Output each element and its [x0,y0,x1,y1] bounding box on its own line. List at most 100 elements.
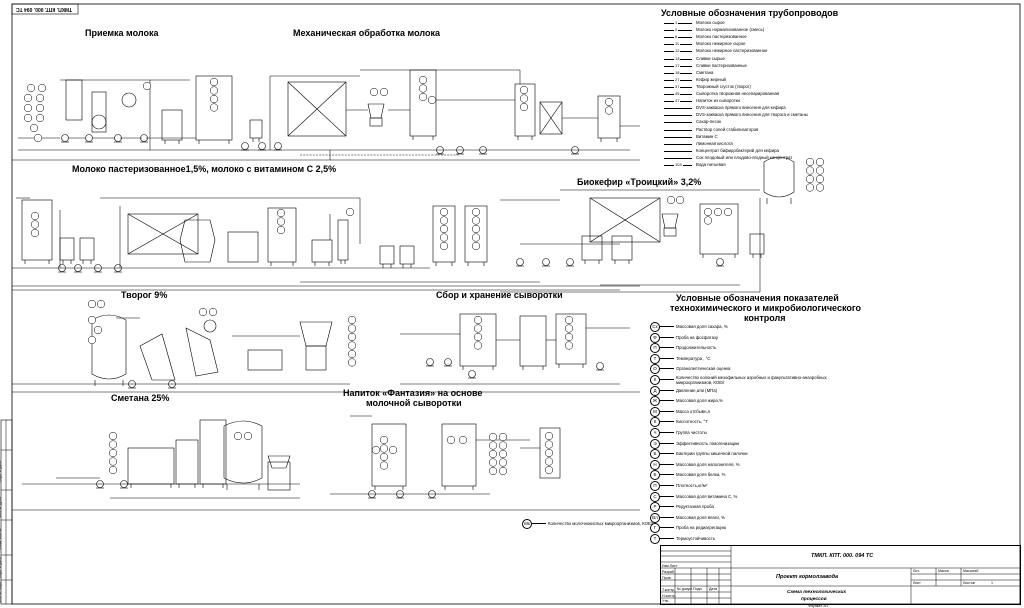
control-point [388,445,398,455]
pump [85,134,93,142]
indicator-symbol: Т [650,534,660,544]
indicator-text: Группа чистоты [676,430,707,435]
indicator-symbol: Т [650,353,660,364]
indicator-box [539,427,561,479]
title-block-project: Проект гормолзавода [776,574,839,580]
storage-tank [432,205,456,263]
pipe-legend-text: Раствор солей стабилизаторов [696,126,759,132]
pipe-legend-code: 6 [674,34,679,40]
indicator-leader [660,527,674,529]
indicator-symbol: О [650,364,660,375]
pipe-legend-row: 6 Молоко пастеризованное [664,34,804,41]
section-title-fantasy-1: Напиток «Фантазия» на основе [343,388,483,398]
control-point [142,81,152,91]
pipe-legend-code: 11 [674,41,681,47]
control-point [519,102,529,112]
indicator-symbol: К [650,375,660,385]
title-block-scale: Масштаб [963,569,979,573]
storage-tank [199,419,227,485]
control-point [347,315,357,325]
storage-tank [555,313,587,365]
indicator-leader [660,400,674,402]
title-block-row-label: Т.контр. [662,587,676,592]
control-point [713,207,723,217]
title-block-sheet: Лист [913,581,921,585]
indicator-symbol: Э [650,438,660,449]
control-point [544,448,554,458]
pump [274,142,282,150]
indicator-leader [660,410,674,412]
pump [596,362,604,370]
pump [542,258,550,266]
indicator-text: Проба на редиагрегацию [676,525,727,531]
cooler-unit [247,349,283,371]
indicator-leader [660,495,674,497]
indicator-symbol: Ф [650,332,660,343]
indicator-symbol: П [650,343,660,354]
control-point [93,325,103,335]
storage-tank [249,119,263,139]
control-point [35,113,45,123]
control-point [805,174,815,184]
title-block-lit: Лит. [913,569,920,573]
title-block-row-label: Изм.Лист [662,564,678,568]
indicator-symbol: Д [650,385,660,396]
control-point [209,94,219,104]
control-point [519,85,529,95]
control-point [473,341,483,350]
indicator-leader [660,432,674,433]
indicator-text: Продолжительность [676,345,717,351]
control-point [439,233,449,242]
pump [468,370,476,378]
control-point [30,228,40,238]
control-point [418,84,428,93]
title-block: ТМКП. КПТ. 000. 094 ТС Проект гормолзаво… [660,545,1021,605]
indicator-text: Массовая доля сахара, % [676,324,728,329]
storage-tank [337,219,349,261]
indicator-symbol: Б [650,449,660,460]
storage-tank [127,447,175,485]
pipe-legend-row: DVS-закваска прямого внесения для творог… [664,112,808,119]
indicator-text: Массовая доля белка, % [676,472,726,478]
indicator-leader [660,379,674,380]
control-point [198,307,208,317]
control-point [427,95,437,105]
side-stamp-label: Взам. инв.№ [0,528,2,549]
indicator-leader [660,442,674,444]
indicator-legend-title-1: Условные обозначения показателей [676,293,839,303]
control-point [564,315,574,325]
heat-exchanger [287,81,347,137]
pipe-legend-text: Молоко нежирное пастеризованное [696,48,768,54]
pipe-legend-row: DVS-закваска прямого внесения для кефира [664,105,804,112]
stamp-code-top: ТМКП. КПТ. 000. 094 ТС [16,6,73,12]
pump [426,358,434,366]
title-block-row-label: Н.контр. [662,593,676,598]
indicator-text: Кислотность, °Т [676,419,708,425]
pipe-legend-text: Сметана [696,69,714,75]
control-point [544,440,554,449]
control-point [30,211,40,221]
indicator-leader [660,389,674,391]
pipe-legend-text: Молоко пастеризованное [696,34,747,40]
control-point [33,133,43,143]
section-title-whey: Сбор и хранение сыворотки [436,290,563,300]
control-point [703,216,713,225]
control-point [564,324,574,333]
packing-machine [305,345,327,371]
title-block-mass: Масса [938,569,949,573]
pipe-legend-row: Концентрат бифидобактерий для кефира [664,148,804,155]
indicator-text: Массовая доля наполнителя, % [676,461,740,467]
indicator-leader [660,347,674,349]
indicator-text: Количество колоний мезофильных аэробных … [676,375,827,385]
cooler [91,114,107,130]
section-title-tvorog: Творог 9% [121,290,168,300]
indicator-legend-row: К Количество колоний мезофильных аэробных… [650,375,870,385]
indicator-text: Эффективность гомогенизации [676,440,739,446]
separator [367,103,385,119]
